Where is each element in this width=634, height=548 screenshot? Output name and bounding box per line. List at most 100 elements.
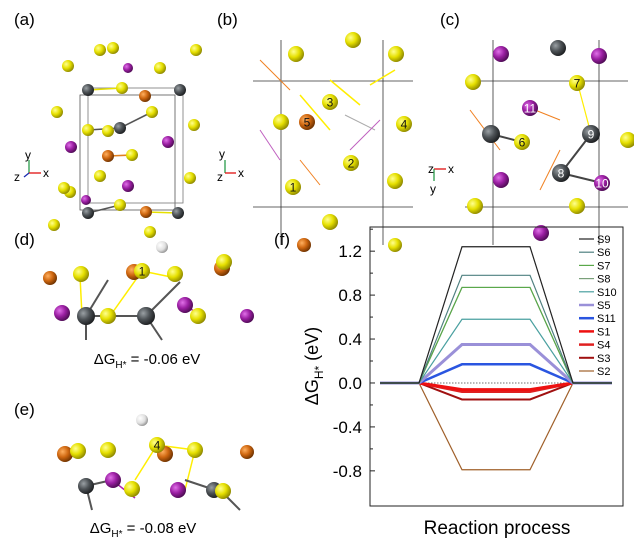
legend-label: S4: [597, 340, 610, 352]
axis-x-label: x: [43, 166, 49, 180]
sulfur-atom: [124, 481, 140, 497]
axis-x-label: x: [448, 162, 454, 176]
orange-metal-atom: [240, 445, 254, 459]
series-line-s2: [380, 382, 612, 471]
purple-metal-atom: [240, 309, 254, 323]
panel-label-b: (b): [217, 10, 238, 29]
sulfur-atom: [322, 214, 338, 230]
sulfur-atom: [569, 198, 585, 214]
panel-label-e: (e): [14, 400, 35, 419]
sulfur-atom: [387, 173, 403, 189]
gray-metal-atom: [174, 84, 186, 96]
y-tick-label: 1.2: [338, 242, 362, 261]
legend-label: S5: [597, 300, 610, 312]
axis-y-label: y: [25, 148, 31, 162]
purple-metal-atom: [533, 225, 549, 241]
series-line-s10: [380, 318, 612, 384]
hydrogen-atom: [136, 414, 148, 426]
site-label: 5: [304, 116, 311, 130]
bond: [299, 94, 331, 131]
y-tick-label: -0.8: [333, 462, 362, 481]
sulfur-atom: [188, 119, 200, 131]
purple-metal-atom: [123, 63, 133, 73]
sulfur-atom: [146, 106, 158, 118]
sulfur-atom: [82, 124, 94, 136]
sulfur-atom: [149, 437, 165, 453]
gray-metal-atom: [114, 122, 126, 134]
sulfur-atom: [184, 172, 196, 184]
orange-metal-atom: [57, 446, 73, 462]
series-line-s6: [380, 274, 612, 384]
caption-e: ΔGH* = -0.08 eV: [90, 520, 197, 540]
sulfur-atom: [126, 149, 138, 161]
axis-triad-c: z x y: [428, 162, 454, 196]
sulfur-atom: [62, 60, 74, 72]
purple-metal-atom: [594, 175, 610, 191]
purple-metal-atom: [105, 472, 121, 488]
gray-metal-atom: [582, 125, 600, 143]
purple-metal-atom: [493, 46, 509, 62]
y-axis-label: ΔGH* (eV): [302, 327, 326, 405]
sulfur-atom: [514, 134, 530, 150]
gray-metal-atom: [78, 478, 94, 494]
panel-label-d: (d): [14, 230, 35, 249]
gray-metal-atom: [552, 164, 570, 182]
axis-y-label: y: [430, 182, 436, 196]
orange-metal-atom: [102, 150, 114, 162]
site-label: 2: [348, 157, 355, 171]
sulfur-atom: [273, 114, 289, 130]
series-line-s8: [380, 286, 612, 384]
legend-label: S7: [597, 260, 610, 272]
bond: [329, 79, 361, 106]
series-line-s7: [380, 286, 612, 384]
y-tick-label: 0.0: [338, 374, 362, 393]
sulfur-atom: [114, 199, 126, 211]
sulfur-atom: [144, 226, 156, 238]
axis-z-label: z: [14, 170, 20, 184]
gray-metal-atom: [550, 40, 566, 56]
y-tick-label: 0.4: [338, 330, 362, 349]
chart-f: -0.8-0.40.00.40.81.2 S9S6S7S8S10S5S11S1S…: [302, 226, 624, 539]
gray-metal-atom: [172, 207, 184, 219]
hydrogen-atom: [156, 241, 168, 253]
panel-label-c: (c): [440, 10, 460, 29]
bond: [369, 69, 396, 86]
sulfur-atom: [70, 443, 86, 459]
sulfur-atom: [100, 442, 116, 458]
series-lines: [380, 246, 612, 471]
sulfur-atom: [167, 266, 183, 282]
sulfur-atom: [94, 170, 106, 182]
bond: [299, 159, 321, 186]
sulfur-atom: [94, 44, 106, 56]
site-label: 4: [401, 118, 408, 132]
sulfur-atom: [102, 125, 114, 137]
structure-a: [48, 42, 202, 238]
axis-triad-b: y x z: [217, 147, 244, 184]
site-label: 1: [290, 181, 297, 195]
sulfur-atom: [345, 32, 361, 48]
site-label: 11: [524, 102, 537, 116]
sulfur-atom: [465, 74, 481, 90]
sulfur-atom: [73, 266, 89, 282]
sulfur-atom: [620, 132, 634, 148]
legend-label: S3: [597, 353, 610, 365]
site-label: 6: [519, 136, 526, 150]
bond: [344, 114, 376, 131]
sulfur-atom: [343, 155, 359, 171]
sulfur-atom: [187, 442, 203, 458]
sulfur-atom: [216, 254, 232, 270]
orange-metal-atom: [140, 206, 152, 218]
sulfur-atom: [107, 42, 119, 54]
sulfur-atom: [467, 198, 483, 214]
purple-metal-atom: [493, 172, 509, 188]
axis-y-label: y: [219, 147, 225, 161]
bond: [259, 59, 291, 91]
sulfur-atom: [215, 483, 231, 499]
orange-metal-atom: [297, 238, 311, 252]
purple-metal-atom: [162, 136, 174, 148]
purple-metal-atom: [591, 48, 607, 64]
bond: [349, 119, 381, 151]
axis-z-label: z: [428, 162, 434, 176]
sulfur-atom: [100, 308, 116, 324]
